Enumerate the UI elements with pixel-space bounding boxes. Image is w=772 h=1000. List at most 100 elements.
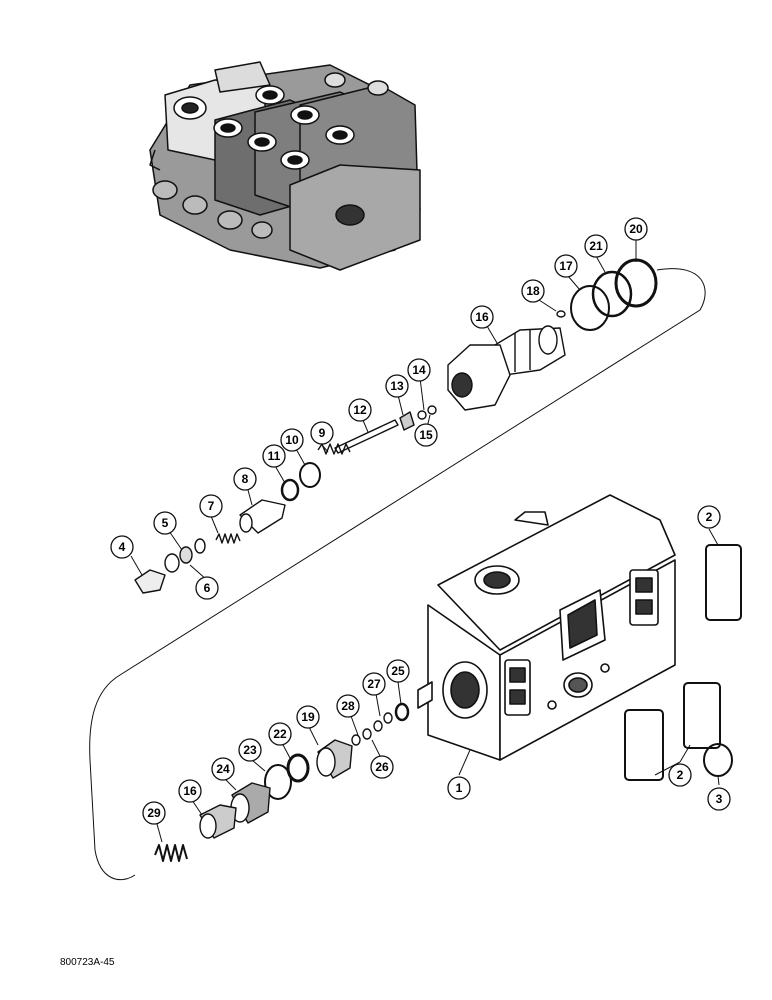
- callout-number: 24: [216, 762, 230, 776]
- lower-components: [154, 702, 410, 862]
- callout-24: 24: [211, 757, 235, 781]
- callout-circle: [470, 305, 494, 329]
- callout-circle: [554, 254, 578, 278]
- o-ring-21: [591, 270, 633, 318]
- callout-number: 6: [204, 581, 211, 595]
- callout-4: 4: [110, 535, 134, 559]
- callout-circle: [310, 421, 334, 445]
- callout-circle: [386, 659, 410, 683]
- callout-19: 19: [296, 705, 320, 729]
- callout-circle: [199, 494, 223, 518]
- callout-circle: [296, 705, 320, 729]
- callout-2: 2: [697, 505, 721, 529]
- callout-circle: [624, 217, 648, 241]
- callout-20: 20: [624, 217, 648, 241]
- callout-number: 11: [268, 449, 281, 463]
- callout-circle: [336, 694, 360, 718]
- callout-circle: [407, 358, 431, 382]
- callout-16: 16: [470, 305, 494, 329]
- callout-number: 23: [243, 743, 257, 757]
- callout-number: 16: [475, 310, 489, 324]
- callout-1: 1: [447, 776, 471, 800]
- callout-number: 29: [147, 806, 161, 820]
- callout-5: 5: [153, 511, 177, 535]
- callout-27: 27: [362, 672, 386, 696]
- callout-circle: [178, 779, 202, 803]
- callout-12: 12: [348, 398, 372, 422]
- callout-circle: [668, 763, 692, 787]
- callout-number: 25: [391, 664, 405, 678]
- callout-13: 13: [385, 374, 409, 398]
- callout-15: 15: [414, 423, 438, 447]
- callout-circle: [447, 776, 471, 800]
- callout-number: 8: [242, 472, 249, 486]
- callout-circle: [584, 234, 608, 258]
- callout-number: 9: [319, 426, 326, 440]
- callout-number: 10: [285, 433, 299, 447]
- callout-circle: [211, 757, 235, 781]
- callout-number: 26: [375, 760, 389, 774]
- callout-circle: [110, 535, 134, 559]
- callout-number: 22: [273, 727, 287, 741]
- callout-22: 22: [268, 722, 292, 746]
- callout-29: 29: [142, 801, 166, 825]
- callout-number: 1: [456, 781, 463, 795]
- callout-circle: [521, 279, 545, 303]
- callout-6: 6: [195, 576, 219, 600]
- callout-number: 5: [162, 516, 169, 530]
- callout-9: 9: [310, 421, 334, 445]
- callout-number: 3: [716, 792, 723, 806]
- gaskets: [624, 544, 742, 781]
- callout-circle: [697, 505, 721, 529]
- callout-circle: [153, 511, 177, 535]
- callout-number: 19: [301, 710, 315, 724]
- callout-7: 7: [199, 494, 223, 518]
- callout-3: 3: [707, 787, 731, 811]
- callout-circle: [233, 467, 257, 491]
- callout-10: 10: [280, 428, 304, 452]
- callout-25: 25: [386, 659, 410, 683]
- callout-circle: [362, 672, 386, 696]
- callout-number: 16: [183, 784, 197, 798]
- valve-bank-assembly: [149, 61, 421, 271]
- callout-2: 2: [668, 763, 692, 787]
- callout-number: 12: [353, 403, 367, 417]
- callout-circle: [280, 428, 304, 452]
- callout-number: 21: [589, 239, 603, 253]
- callout-layer: 1223456789101112131415161617181920212223…: [110, 217, 731, 825]
- callout-circle: [707, 787, 731, 811]
- callout-17: 17: [554, 254, 578, 278]
- callout-number: 15: [419, 428, 433, 442]
- callout-number: 2: [706, 510, 713, 524]
- callout-circle: [238, 738, 262, 762]
- callout-14: 14: [407, 358, 431, 382]
- callout-number: 13: [390, 379, 404, 393]
- callout-11: 11: [262, 444, 286, 468]
- callout-circle: [370, 755, 394, 779]
- callout-16: 16: [178, 779, 202, 803]
- callout-8: 8: [233, 467, 257, 491]
- callout-number: 20: [629, 222, 643, 236]
- callout-number: 28: [341, 699, 355, 713]
- callout-circle: [142, 801, 166, 825]
- o-ring-17: [570, 285, 610, 331]
- callout-21: 21: [584, 234, 608, 258]
- callout-number: 14: [412, 363, 426, 377]
- callout-number: 17: [559, 259, 573, 273]
- callout-circle: [348, 398, 372, 422]
- callout-circle: [195, 576, 219, 600]
- callout-circle: [268, 722, 292, 746]
- figure-code: 800723A-45: [60, 957, 115, 968]
- callout-number: 18: [526, 284, 540, 298]
- callout-28: 28: [336, 694, 360, 718]
- assembly-leader-line: [89, 268, 706, 881]
- callout-number: 4: [119, 540, 126, 554]
- callout-number: 7: [208, 499, 215, 513]
- callout-number: 27: [367, 677, 381, 691]
- callout-circle: [262, 444, 286, 468]
- o-ring-20: [614, 258, 658, 308]
- callout-18: 18: [521, 279, 545, 303]
- callout-number: 2: [677, 768, 684, 782]
